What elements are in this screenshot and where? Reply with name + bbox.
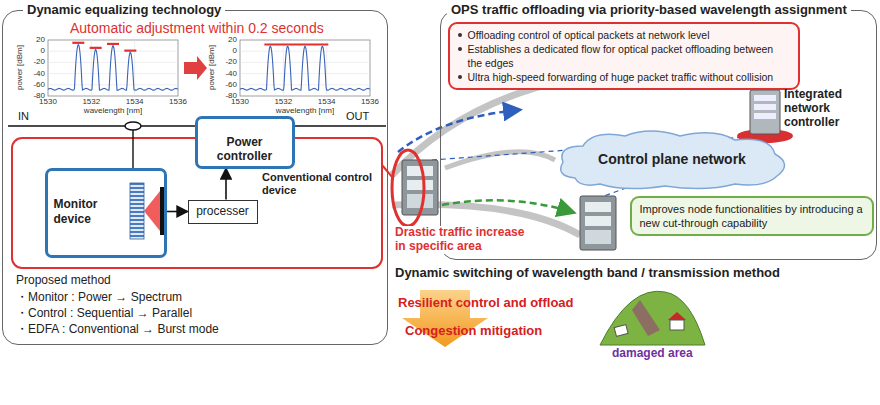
bullet-row: Ultra high-speed forwarding of huge pack… [458, 70, 790, 84]
port-label: OUT [346, 110, 369, 123]
peak-mark [72, 42, 84, 44]
grid-line [240, 62, 370, 63]
panel-title: OPS traffic offloading via priority-base… [447, 2, 851, 18]
axis-label: power [dBm] [15, 38, 24, 98]
spectrum-trace [48, 45, 178, 91]
spectrum-trace [240, 46, 370, 90]
grating [130, 183, 144, 239]
bullet-row: Establishes a dedicated flow for optical… [458, 42, 790, 70]
bullet-dot [458, 75, 462, 79]
axis-label: 1536 [166, 97, 190, 106]
plot-frame [48, 40, 178, 96]
axis-label: wavelength [nm] [265, 106, 345, 115]
node-callout: Improves node functionalities by introdu… [630, 196, 874, 236]
grid-line [48, 73, 178, 74]
axis-label: -40 [25, 69, 45, 78]
controller-label: Integrated network controller [784, 88, 874, 129]
bullet-text: Ultra high-speed forwarding of huge pack… [468, 70, 774, 84]
traffic-note: Drastic traffic increase in specific are… [395, 226, 535, 254]
axis-label: -60 [25, 80, 45, 89]
power-controller: Power controller [195, 116, 295, 169]
peak-mark [90, 47, 102, 49]
axis-label: 1532 [79, 97, 103, 106]
axis-label: 1534 [123, 97, 147, 106]
resilient-note: Resilient control and offload [398, 296, 574, 311]
offload-path [442, 200, 572, 212]
axis-label: 1530 [228, 97, 252, 106]
cloud-text: Control plane network [598, 151, 746, 167]
method-line: ・EDFA : Conventional → Burst mode [16, 323, 219, 337]
dispersed-light [144, 191, 160, 231]
axis-label: 0 [217, 46, 237, 55]
axis-label: 20 [25, 35, 45, 44]
grid-line [240, 84, 370, 85]
axis-label: 20 [217, 35, 237, 44]
control-cloud: Control plane network [555, 128, 790, 190]
area-label: damaged area [612, 347, 693, 361]
axis-label: -40 [217, 69, 237, 78]
peak-mark [107, 43, 119, 45]
congestion-note: Congestion mitigation [405, 324, 542, 339]
damaged-mountain [600, 291, 705, 345]
coupler [125, 122, 141, 130]
device-note: Conventional control device [262, 171, 376, 196]
monitor-text: Monitor device [54, 197, 116, 227]
congestion-ring [392, 150, 424, 226]
bullet-dot [458, 33, 462, 37]
monitor-device: Monitor device [45, 168, 167, 258]
axis-label: -20 [25, 57, 45, 66]
port-label: IN [18, 110, 29, 123]
axis-label: power [dBm] [207, 38, 216, 98]
node-callout-text: Improves node functionalities by introdu… [640, 202, 864, 230]
signal-arrow [225, 169, 227, 200]
grid-line [240, 51, 370, 52]
panel-title: Dynamic equalizing technology [23, 2, 225, 18]
server-icon [750, 90, 780, 134]
switching-note: Dynamic switching of wavelength band / t… [395, 266, 780, 281]
bullet-dot [458, 47, 462, 51]
method-line: ・Control : Sequential → Parallel [16, 307, 192, 321]
bullet-text: Establishes a dedicated flow for optical… [468, 42, 790, 70]
axis-label: -20 [217, 57, 237, 66]
fiber-arc [445, 152, 555, 168]
cloud-outline [560, 131, 784, 189]
plot-frame [240, 40, 370, 96]
axis-label: 1534 [315, 97, 339, 106]
grid-line [48, 84, 178, 85]
processor-box-text: processer [189, 201, 257, 221]
signal-arrow [167, 211, 188, 213]
axis-label: 1532 [271, 97, 295, 106]
grid-line [240, 73, 370, 74]
feature-callout: Offloading control of optical packets at… [448, 22, 800, 90]
grid-line [48, 62, 178, 63]
method-heading: Proposed method [16, 274, 111, 288]
detector-array [160, 187, 164, 235]
tap-line [132, 130, 133, 168]
auto-note: Automatic adjustment within 0.2 seconds [70, 20, 324, 36]
method-line: ・Monitor : Power → Spectrum [16, 291, 182, 305]
bullet-row: Offloading control of optical packets at… [458, 28, 790, 42]
processor-box: processer [188, 200, 258, 224]
offloading-panel: OPS traffic offloading via priority-base… [440, 10, 877, 260]
peak-mark [264, 43, 328, 45]
axis-label: 0 [25, 46, 45, 55]
bullet-text: Offloading control of optical packets at… [468, 28, 710, 42]
node-rack [402, 160, 438, 215]
offload-path [398, 110, 518, 152]
axis-label: -60 [217, 80, 237, 89]
axis-label: 1536 [358, 97, 382, 106]
axis-label: 1530 [36, 97, 60, 106]
grid-line [48, 51, 178, 52]
peak-mark [124, 50, 136, 52]
power-controller-text: Power controller [201, 135, 289, 163]
axis-label: wavelength [nm] [73, 106, 153, 115]
grating-figure [118, 179, 168, 249]
node-rack [580, 196, 616, 250]
change-arrow [184, 56, 207, 80]
